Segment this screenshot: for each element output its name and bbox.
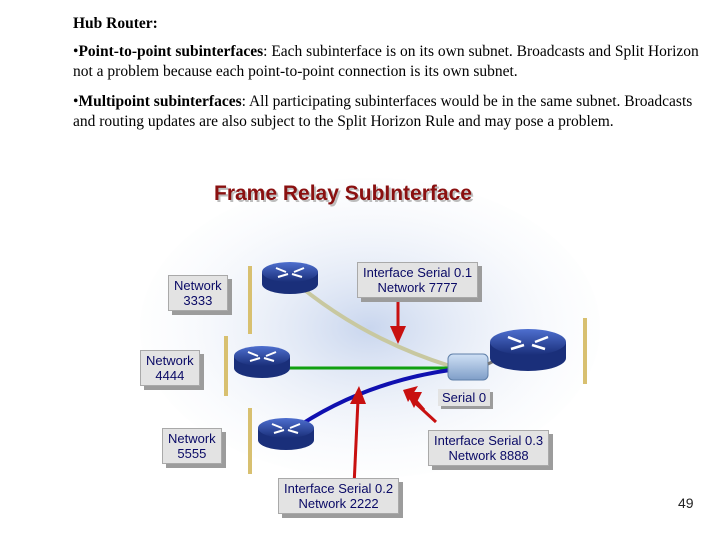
label-serial-0: Serial 0 <box>438 389 491 406</box>
slide-text: Hub Router: •Point-to-point subinterface… <box>73 14 713 142</box>
bullet-marker: • <box>73 93 79 110</box>
label-line: Interface Serial 0.1 <box>363 265 473 280</box>
diagram-title: Frame Relay SubInterface <box>214 182 472 205</box>
bullet-text: : All participating subinterfaces would … <box>73 93 693 130</box>
label-interface-serial-0-2: Interface Serial 0.2 Network 2222 <box>278 478 400 514</box>
bullet-term: Multipoint subinterfaces <box>78 93 242 110</box>
label-interface-serial-0-1: Interface Serial 0.1 Network 7777 <box>357 262 479 298</box>
bullet-term: Point-to-point subinterfaces <box>78 43 264 60</box>
label-line: Network <box>146 353 194 368</box>
label-line: Network 2222 <box>298 496 379 511</box>
bullet-marker: • <box>73 43 79 60</box>
pvc-line-5555 <box>288 368 451 434</box>
label-line: Network 8888 <box>448 448 529 463</box>
router-icon-4444 <box>234 346 290 378</box>
frame-relay-node <box>447 353 489 381</box>
router-icon-5555 <box>258 418 314 450</box>
label-line: Network 7777 <box>377 280 458 295</box>
label-line: 5555 <box>177 446 207 461</box>
hub-router-icon <box>490 329 566 371</box>
page-number: 49 <box>678 495 694 511</box>
hub-router-heading: Hub Router: <box>73 15 158 32</box>
bullet-text: : Each subinterface is on its own subnet… <box>73 43 699 80</box>
label-line: Interface Serial 0.2 <box>284 481 394 496</box>
label-line: Network <box>174 278 222 293</box>
frame-relay-diagram: Frame Relay SubInterface Network 3333 Ne… <box>130 178 600 518</box>
label-network-4444: Network 4444 <box>140 350 200 386</box>
label-line: 4444 <box>155 368 185 383</box>
label-network-3333: Network 3333 <box>168 275 228 311</box>
arrow-serial-0-1 <box>390 298 406 344</box>
arrow-serial-0-2 <box>350 386 366 487</box>
label-interface-serial-0-3: Interface Serial 0.3 Network 8888 <box>428 430 550 466</box>
label-line: Interface Serial 0.3 <box>434 433 544 448</box>
label-line: Network <box>168 431 216 446</box>
bullet-multipoint: •Multipoint subinterfaces: All participa… <box>73 92 713 132</box>
label-network-5555: Network 5555 <box>162 428 222 464</box>
bullet-point-to-point: •Point-to-point subinterfaces: Each subi… <box>73 42 713 82</box>
router-icon-3333 <box>262 262 318 294</box>
diagram-canvas <box>140 178 600 487</box>
label-line: 3333 <box>183 293 213 308</box>
arrow-serial-0-3 <box>406 392 438 424</box>
